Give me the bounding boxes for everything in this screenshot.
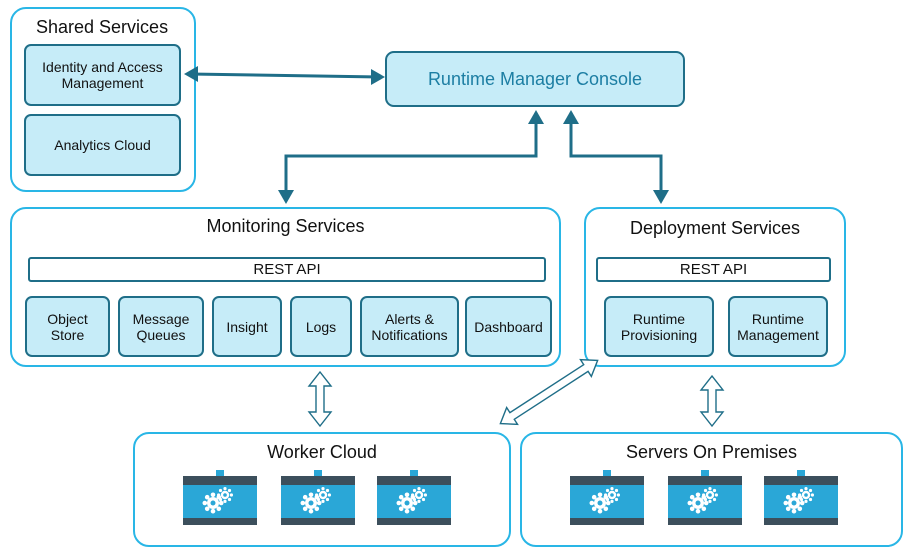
arrowhead-left-icon — [184, 66, 198, 82]
logs-label: Logs — [305, 318, 337, 335]
arrowhead-up-icon — [528, 110, 544, 124]
object-store-label: Object Store — [47, 310, 88, 343]
message-queues-label: Message Queues — [132, 310, 190, 343]
dashboard-label: Dashboard — [474, 318, 543, 335]
alerts-notifications-label: Alerts & Notifications — [371, 310, 448, 343]
analytics-cloud-box: Analytics Cloud — [24, 114, 181, 176]
worker-cloud-title: Worker Cloud — [267, 442, 377, 462]
message-queues-box: Message Queues — [118, 296, 204, 357]
server-gears-icon — [377, 470, 451, 526]
identity-access-management-label: Identity and Access Management — [42, 59, 163, 91]
insight-label: Insight — [226, 318, 268, 335]
alerts-notifications-box: Alerts & Notifications — [360, 296, 459, 357]
deployment-worker-diagonal-arrow — [499, 358, 599, 426]
runtime-manager-console-box: Runtime Manager Console — [385, 51, 685, 107]
console-monitoring-arrow — [278, 110, 544, 204]
runtime-management-label: Runtime Management — [737, 310, 819, 343]
monitoring-services-title: Monitoring Services — [206, 216, 365, 236]
arrowhead-down-icon — [278, 190, 294, 204]
monitoring-worker-hollow-arrow — [307, 370, 333, 428]
server-gears-icon — [764, 470, 838, 526]
runtime-provisioning-box: Runtime Provisioning — [604, 296, 714, 357]
monitoring-rest-api-bar: REST API — [28, 257, 546, 282]
servers-on-premises-title: Servers On Premises — [625, 442, 798, 462]
console-deployment-arrow — [563, 110, 669, 204]
arrowhead-up-icon — [563, 110, 579, 124]
object-store-box: Object Store — [25, 296, 110, 357]
dashboard-box: Dashboard — [465, 296, 552, 357]
arrowhead-right-icon — [371, 69, 385, 85]
deployment-rest-api-label: REST API — [679, 261, 748, 278]
identity-access-management-box: Identity and Access Management — [24, 44, 181, 106]
iam-console-arrow — [184, 66, 385, 85]
runtime-provisioning-label: Runtime Provisioning — [620, 310, 698, 343]
arrowhead-down-icon — [653, 190, 669, 204]
runtime-manager-console-label: Runtime Manager Console — [427, 68, 643, 89]
server-gears-icon — [668, 470, 742, 526]
insight-box: Insight — [212, 296, 282, 357]
analytics-cloud-label: Analytics Cloud — [54, 137, 151, 153]
server-gears-icon — [281, 470, 355, 526]
runtime-management-box: Runtime Management — [728, 296, 828, 357]
monitoring-rest-api-label: REST API — [253, 261, 321, 278]
shared-services-title: Shared Services — [36, 17, 169, 37]
deployment-premises-hollow-arrow — [699, 374, 725, 428]
logs-box: Logs — [290, 296, 352, 357]
server-gears-icon — [570, 470, 644, 526]
deployment-services-title: Deployment Services — [629, 218, 801, 238]
server-gears-icon — [183, 470, 257, 526]
deployment-rest-api-bar: REST API — [596, 257, 831, 282]
